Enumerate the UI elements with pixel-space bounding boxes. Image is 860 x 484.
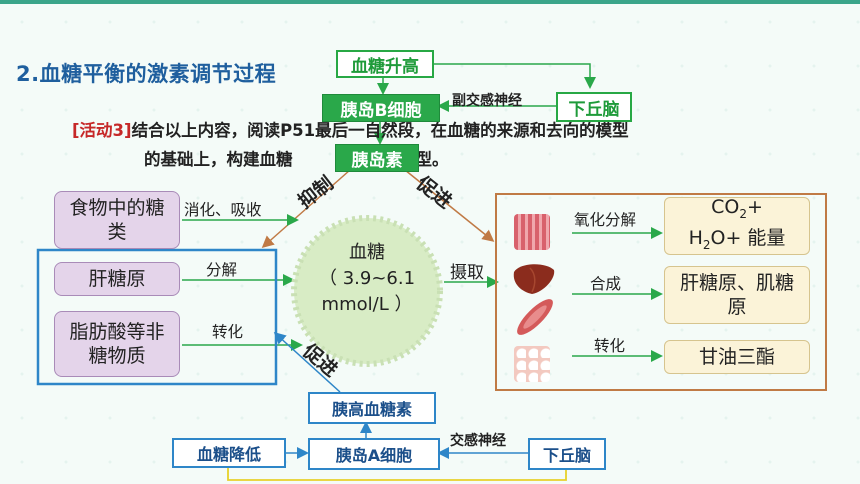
h2o-rest: O+ 能量 (710, 227, 786, 249)
blood-sugar-label: 血糖 (349, 242, 385, 263)
insulin-box: 胰岛素 (335, 144, 419, 172)
co2-h2o-energy-box: CO2+ H2O+ 能量 (664, 196, 810, 255)
liver-glycogen-box: 肝糖原 (54, 262, 180, 296)
non-sugar-substance-box: 脂肪酸等非糖物质 (54, 311, 180, 377)
sympathetic-nerve-label: 交感神经 (450, 433, 506, 449)
parasympathetic-nerve-label: 副交感神经 (452, 93, 522, 109)
h2o-subscript: 2 (702, 237, 711, 252)
glucagon-box: 胰高血糖素 (308, 392, 436, 424)
islet-b-cell-box: 胰岛B细胞 (322, 94, 440, 122)
co2-plus: + (746, 196, 763, 219)
blood-sugar-range: （ 3.9~6.1 (318, 268, 416, 289)
uptake-label: 摄取 (450, 263, 484, 283)
activity-instructions: [活动3]结合以上内容，阅读P51最后一自然段，在血糖的来源和去向的模型 的基础… (72, 116, 802, 174)
digest-absorb-label: 消化、吸收 (184, 201, 262, 219)
co2-subscript: 2 (739, 207, 747, 221)
synth-label: 合成 (590, 275, 622, 293)
blood-sugar-unit: mmol/L ） (321, 294, 413, 315)
activity-line2: 的基础上，构建血糖 (144, 150, 293, 169)
glycogen-out-box: 肝糖原、肌糖原 (664, 266, 810, 324)
arrow-high-to-hypothalamus (433, 63, 596, 89)
muscle-tissue-icon (514, 214, 550, 250)
destination-frame (495, 193, 827, 391)
blood-sugar-high-box: 血糖升高 (336, 50, 434, 78)
convert-in-label: 转化 (212, 323, 244, 341)
liver-icon (513, 264, 555, 294)
convert-out-label: 转化 (594, 337, 626, 355)
triglyceride-box: 甘油三酯 (664, 340, 810, 374)
arrow-insulin-inhibit (261, 169, 351, 248)
arrow-insulin-promote (404, 169, 495, 242)
hypothalamus-bottom-box: 下丘脑 (528, 438, 606, 470)
food-sugar-box: 食物中的糖类 (54, 191, 180, 249)
hypothalamus-top-box: 下丘脑 (556, 92, 632, 122)
co2-text: CO (711, 196, 740, 219)
arrow-glucagon-promote (273, 331, 341, 393)
islet-a-cell-box: 胰岛A细胞 (308, 438, 440, 470)
top-accent-bar (0, 0, 860, 4)
activity-line1: 结合以上内容，阅读P51最后一自然段，在血糖的来源和去向的模型 (131, 121, 629, 140)
source-frame (36, 248, 278, 386)
oxidize-label: 氧化分解 (574, 211, 637, 229)
arrow-low-to-hypothalamus (227, 468, 567, 481)
adipose-tissue-icon (514, 346, 550, 382)
decompose-label: 分解 (206, 261, 238, 279)
blood-sugar-low-box: 血糖降低 (172, 438, 286, 468)
activity-tag: [活动3] (72, 121, 132, 140)
muscle-icon (517, 299, 553, 335)
h2o-text: H (688, 227, 703, 249)
blood-sugar-star (291, 215, 443, 367)
blood-sugar-center: 血糖 （ 3.9~6.1 mmol/L ） (290, 214, 444, 368)
page-title: 2.血糖平衡的激素调节过程 (16, 62, 277, 86)
